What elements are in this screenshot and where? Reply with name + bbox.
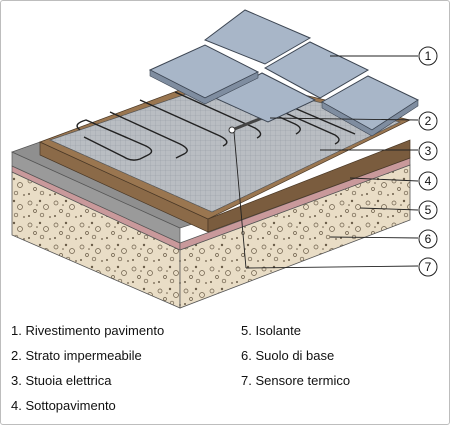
leader-lines <box>233 55 419 269</box>
floor-tiles <box>148 9 420 137</box>
legend-item-1: 1. Rivestimento pavimento <box>11 323 165 338</box>
callout-3: 3 <box>418 141 438 161</box>
callout-6: 6 <box>418 229 438 249</box>
legend-item-5: 5. Isolante <box>241 323 301 338</box>
callout-2: 2 <box>418 111 438 131</box>
svg-text:6: 6 <box>425 232 432 246</box>
legend-item-3: 3. Stuoia elettrica <box>11 373 112 388</box>
svg-text:5: 5 <box>425 203 432 217</box>
svg-text:2: 2 <box>425 114 432 128</box>
legend-item-7: 7. Sensore termico <box>241 373 351 388</box>
svg-text:1: 1 <box>425 49 432 63</box>
svg-text:3: 3 <box>425 144 432 158</box>
legend-item-2: 2. Strato impermeabile <box>11 348 142 363</box>
svg-text:7: 7 <box>425 260 432 274</box>
callout-1: 1 <box>418 46 438 66</box>
svg-text:4: 4 <box>425 174 432 188</box>
callout-7: 7 <box>418 257 438 277</box>
callout-4: 4 <box>418 171 438 191</box>
legend-item-4: 4. Sottopavimento <box>11 398 116 413</box>
callout-5: 5 <box>418 200 438 220</box>
legend-column-2: 5. Isolante 6. Suolo di base 7. Sensore … <box>241 318 350 393</box>
legend-item-6: 6. Suolo di base <box>241 348 335 363</box>
insulation-layer <box>11 157 411 251</box>
floor-heating-cross-section: 1 2 3 4 5 6 7 <box>11 9 438 309</box>
legend-column-1: 1. Rivestimento pavimento 2. Strato impe… <box>11 318 164 418</box>
